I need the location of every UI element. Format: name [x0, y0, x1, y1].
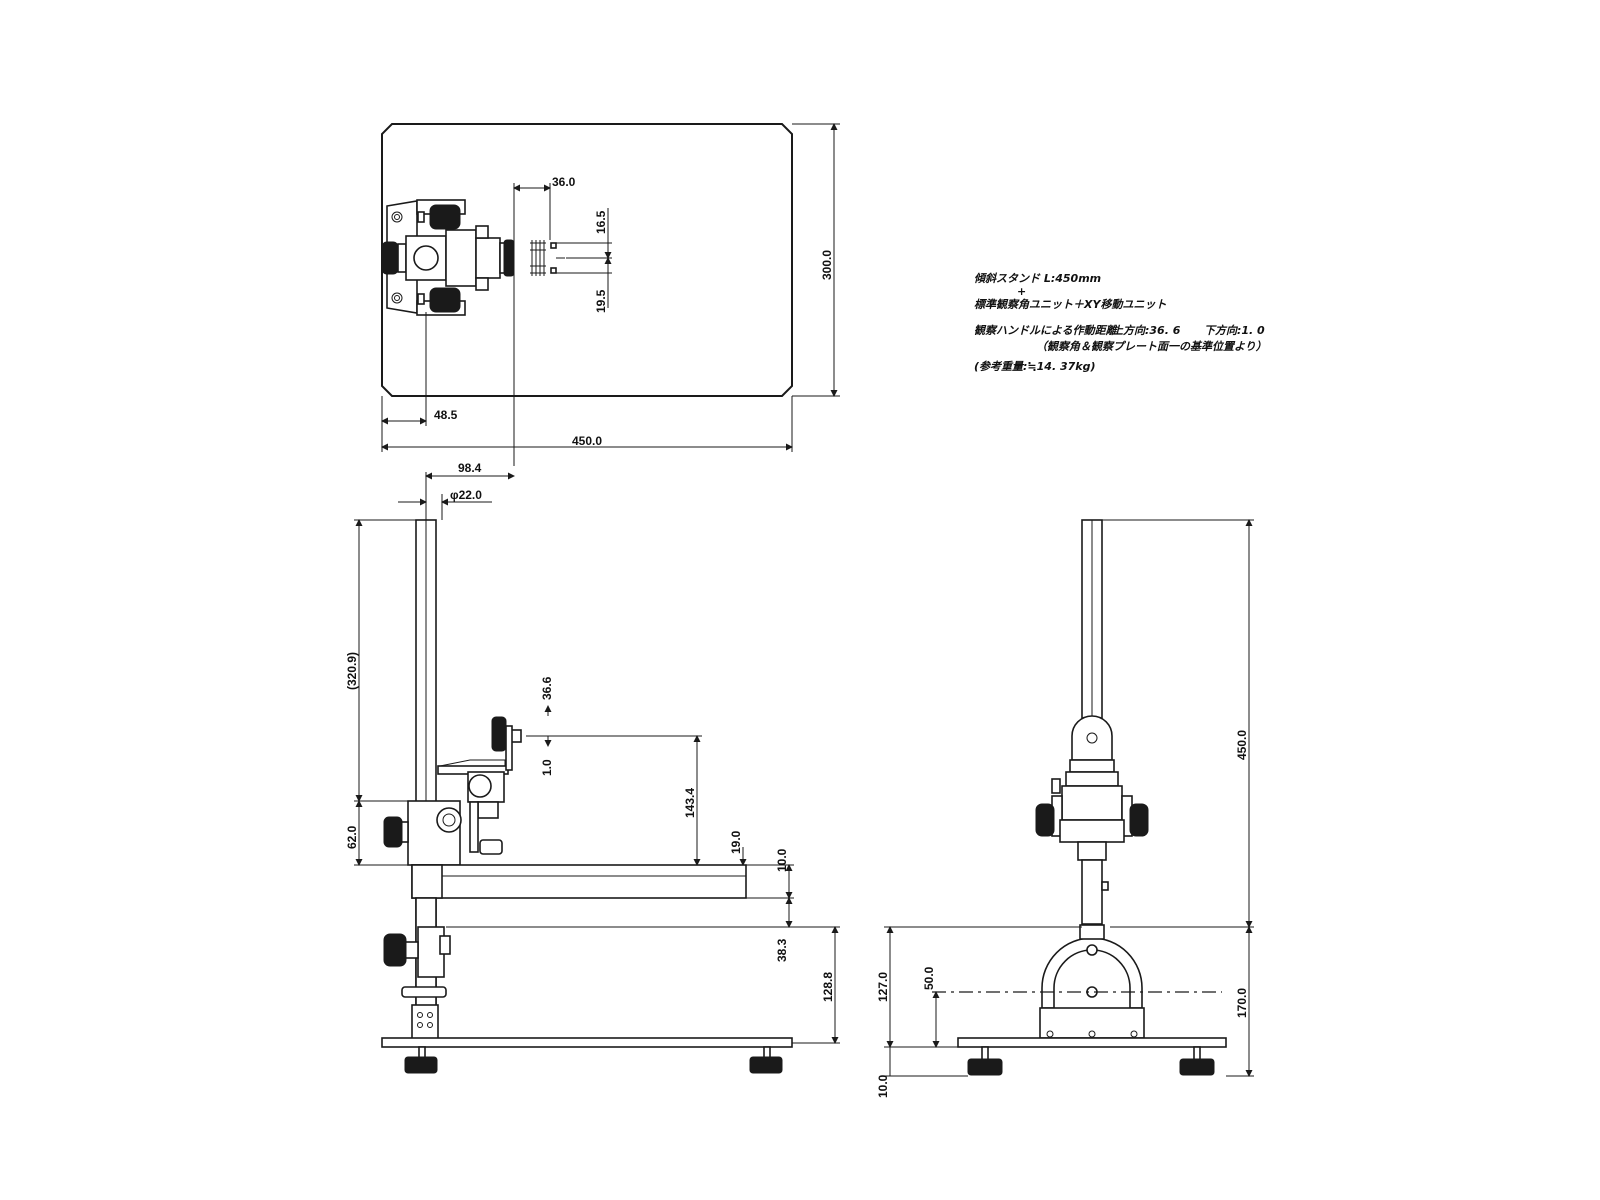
dim-170: 170.0	[1235, 988, 1249, 1018]
note-line-1: 傾斜スタンド L:450mm	[974, 272, 1102, 285]
note-plus: +	[1017, 285, 1027, 298]
dim-19: 19.0	[729, 830, 743, 854]
clamp-assembly-top	[381, 199, 565, 316]
top-view: 36.0 16.5 19.5 300.0 48.5 450.0	[381, 123, 840, 466]
foot-front	[967, 1046, 1215, 1076]
knob-icon	[1129, 803, 1149, 837]
knob-icon	[1035, 803, 1055, 837]
dim-127: 127.0	[876, 972, 890, 1002]
note-line-3c: 下方向:1. 0	[1204, 324, 1265, 337]
dim-450: 450.0	[572, 434, 602, 448]
base-plate-side	[381, 1037, 793, 1048]
knob-icon	[503, 239, 515, 277]
dim-38-3: 38.3	[775, 938, 789, 962]
knob-icon	[381, 241, 399, 275]
tilt-arm-side	[411, 864, 747, 899]
lower-pillar-side	[383, 897, 451, 1040]
dim-450-front: 450.0	[1235, 730, 1249, 760]
side-view: 98.4 φ22.0 (320.9) 62.0 36.6 1.0 143.4 1…	[345, 461, 840, 1074]
dim-phi-22: φ22.0	[450, 488, 482, 502]
knob-icon	[429, 204, 461, 230]
foot-side	[404, 1046, 783, 1074]
dim-36: 36.0	[552, 175, 576, 189]
front-view-dimensions: 450.0 127.0 50.0 170.0 10.0	[876, 519, 1254, 1098]
dim-16-5: 16.5	[594, 210, 608, 234]
dim-19-5: 19.5	[594, 289, 608, 313]
note-line-5: (参考重量:≒14. 37kg)	[974, 360, 1096, 373]
top-view-dimensions: 36.0 16.5 19.5 300.0 48.5 450.0	[381, 123, 840, 466]
dim-62: 62.0	[345, 825, 359, 849]
dim-10-front: 10.0	[876, 1074, 890, 1098]
note-line-3a: 観察ハンドルによる作動距離	[974, 324, 1117, 337]
base-plate-front	[957, 1037, 1227, 1048]
note-line-3b: 上方向:36. 6	[1112, 324, 1181, 337]
dim-128-8: 128.8	[821, 972, 835, 1002]
dim-36-6: 36.6	[540, 676, 554, 700]
note-line-4: （観察角＆観察プレート面一の基準位置より）	[1036, 340, 1267, 353]
upper-unit-front	[1035, 715, 1149, 925]
dim-1-0: 1.0	[540, 759, 554, 776]
dim-98-4: 98.4	[458, 461, 482, 475]
knob-icon	[383, 933, 407, 967]
knob-icon	[383, 816, 403, 848]
dim-50: 50.0	[922, 966, 936, 990]
dim-320-9: (320.9)	[345, 652, 359, 690]
note-line-2: 標準観察角ユニット＋XY移動ユニット	[974, 298, 1167, 311]
dim-48-5: 48.5	[434, 408, 458, 422]
side-view-dimensions: 98.4 φ22.0 (320.9) 62.0 36.6 1.0 143.4 1…	[345, 461, 840, 1044]
dim-10: 10.0	[775, 848, 789, 872]
dim-143-4: 143.4	[683, 788, 697, 818]
base-plate-top	[381, 123, 793, 397]
front-view: 450.0 127.0 50.0 170.0 10.0	[876, 519, 1254, 1098]
dim-300: 300.0	[820, 250, 834, 280]
arc-bracket-front	[1039, 924, 1145, 1039]
knob-icon	[491, 716, 507, 752]
knob-icon	[429, 287, 461, 313]
upper-unit-side	[383, 716, 522, 866]
